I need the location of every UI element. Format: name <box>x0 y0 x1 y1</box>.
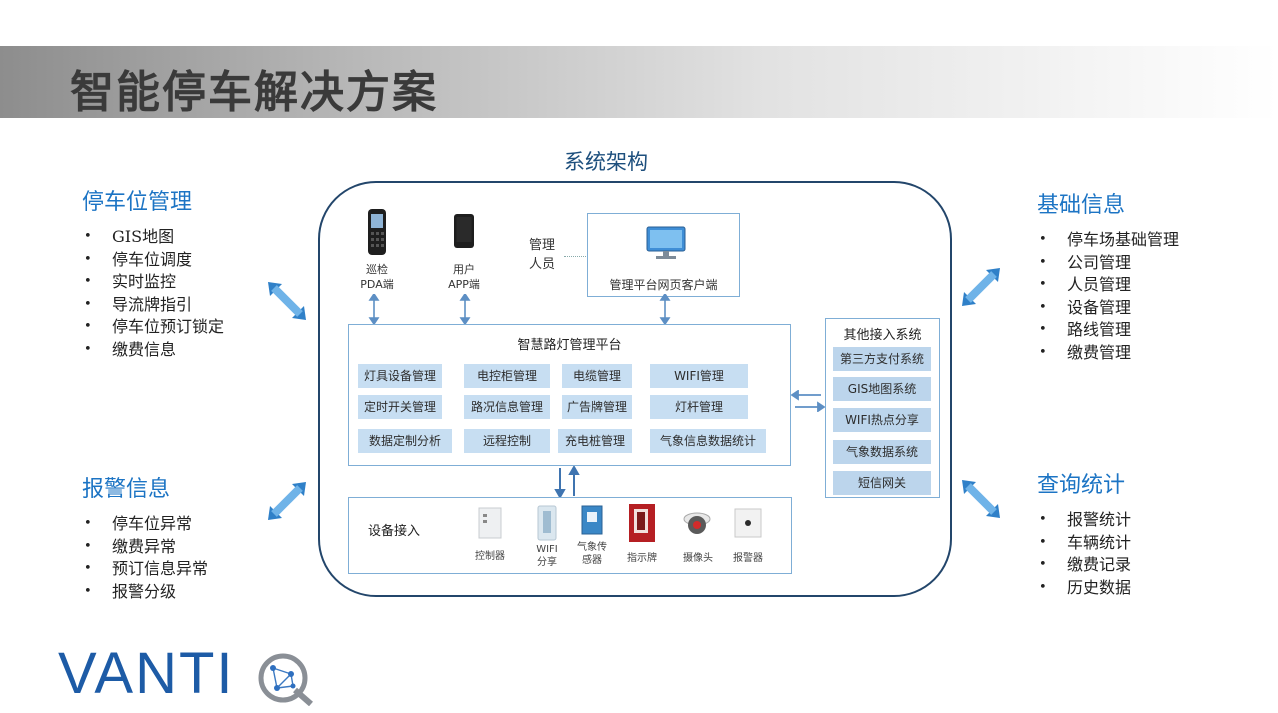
bullet-list: 报警统计车辆统计缴费记录历史数据 <box>1037 509 1131 599</box>
device-label: 气象传 感器 <box>577 542 607 566</box>
bullet-list: GIS地图停车位调度实时监控导流牌指引停车位预订锁定缴费信息 <box>82 226 224 361</box>
bullet-list: 停车位异常缴费异常预订信息异常报警分级 <box>82 513 208 603</box>
signboard-icon <box>629 504 655 542</box>
bullet-item: 报警统计 <box>1037 509 1131 532</box>
devices-box <box>348 497 792 574</box>
platform-cell: 气象信息数据统计 <box>650 429 766 453</box>
bullet-item: 车辆统计 <box>1037 532 1131 555</box>
bullet-item: 设备管理 <box>1037 297 1179 320</box>
manager-label: 管理 人员 <box>528 238 555 272</box>
bullet-item: GIS地图 <box>82 226 224 249</box>
page-title: 智能停车解决方案 <box>70 67 438 118</box>
bullet-item: 缴费管理 <box>1037 342 1179 365</box>
other-system-cell: WIFI热点分享 <box>833 408 931 432</box>
pda-label: 巡检 PDA端 <box>360 263 394 291</box>
double-arrow-icon <box>962 268 1000 306</box>
double-arrow-icon <box>268 482 306 520</box>
platform-cell: 路况信息管理 <box>464 395 550 419</box>
section-alarm-info: 报警信息 停车位异常缴费异常预订信息异常报警分级 <box>82 471 208 603</box>
bullet-item: 预订信息异常 <box>82 558 208 581</box>
bullet-list: 停车场基础管理公司管理人员管理设备管理路线管理缴费管理 <box>1037 229 1179 364</box>
platform-cell: 数据定制分析 <box>358 429 452 453</box>
platform-cell: 电缆管理 <box>562 364 632 388</box>
bullet-item: 公司管理 <box>1037 252 1179 275</box>
section-heading: 基础信息 <box>1037 193 1126 218</box>
bullet-item: 停车位预订锁定 <box>82 316 224 339</box>
device-label: 报警器 <box>733 553 763 564</box>
vantiq-logo-q-icon <box>258 653 313 706</box>
platform-cell: 定时开关管理 <box>358 395 442 419</box>
bullet-item: 人员管理 <box>1037 274 1179 297</box>
bullet-item: 停车位调度 <box>82 249 224 272</box>
platform-cell: 广告牌管理 <box>562 395 632 419</box>
controller-icon <box>478 507 502 539</box>
section-heading: 停车位管理 <box>82 190 193 215</box>
title-banner <box>0 46 1278 118</box>
other-system-cell: 短信网关 <box>833 471 931 495</box>
double-arrow-icon <box>962 480 1000 518</box>
platform-cell: 电控柜管理 <box>464 364 550 388</box>
platform-cell: 远程控制 <box>464 429 550 453</box>
device-label: WIFI 分享 <box>536 544 558 568</box>
monitor-icon <box>646 226 686 259</box>
app-label: 用户 APP端 <box>448 263 480 291</box>
other-system-cell: 第三方支付系统 <box>833 347 931 371</box>
bullet-item: 缴费异常 <box>82 536 208 559</box>
bullet-item: 停车位异常 <box>82 513 208 536</box>
platform-title: 智慧路灯管理平台 <box>517 338 622 353</box>
manager-connector <box>564 256 588 257</box>
device-label: 摄像头 <box>683 553 713 564</box>
web-client-label: 管理平台网页客户端 <box>609 278 718 292</box>
vantiq-logo: VANTI <box>58 641 235 706</box>
bullet-item: 实时监控 <box>82 271 224 294</box>
bullet-item: 缴费信息 <box>82 339 224 362</box>
vertical-arrows-icon <box>554 466 580 498</box>
other-systems-title: 其他接入系统 <box>843 328 922 343</box>
device-label: 控制器 <box>475 551 505 562</box>
bullet-item: 停车场基础管理 <box>1037 229 1179 252</box>
pda-device-icon <box>368 209 386 255</box>
platform-cell: WIFI管理 <box>650 364 748 388</box>
section-basic-info: 基础信息 停车场基础管理公司管理人员管理设备管理路线管理缴费管理 <box>1037 187 1179 364</box>
architecture-title: 系统架构 <box>564 150 648 174</box>
section-parking-management: 停车位管理 GIS地图停车位调度实时监控导流牌指引停车位预订锁定缴费信息 <box>82 184 224 361</box>
bullet-item: 历史数据 <box>1037 577 1131 600</box>
bullet-item: 路线管理 <box>1037 319 1179 342</box>
platform-cell: 灯具设备管理 <box>358 364 442 388</box>
bullet-item: 缴费记录 <box>1037 554 1131 577</box>
section-heading: 查询统计 <box>1037 473 1126 498</box>
other-system-cell: 气象数据系统 <box>833 440 931 464</box>
bullet-item: 导流牌指引 <box>82 294 224 317</box>
double-arrow-icon <box>268 282 306 320</box>
section-query-statistics: 查询统计 报警统计车辆统计缴费记录历史数据 <box>1037 467 1131 599</box>
alarm-icon <box>734 508 762 538</box>
weather-sensor-icon <box>581 505 603 535</box>
platform-cell: 充电桩管理 <box>558 429 632 453</box>
bidirectional-arrow-icon <box>791 390 825 412</box>
bullet-item: 报警分级 <box>82 581 208 604</box>
platform-cell: 灯杆管理 <box>650 395 748 419</box>
section-heading: 报警信息 <box>82 477 171 502</box>
device-label: 指示牌 <box>627 553 657 564</box>
terminal-connectors <box>368 294 671 324</box>
smartphone-icon <box>454 214 474 248</box>
camera-icon <box>683 512 711 534</box>
other-system-cell: GIS地图系统 <box>833 377 931 401</box>
wifi-router-icon <box>537 505 557 541</box>
devices-title: 设备接入 <box>368 524 421 539</box>
